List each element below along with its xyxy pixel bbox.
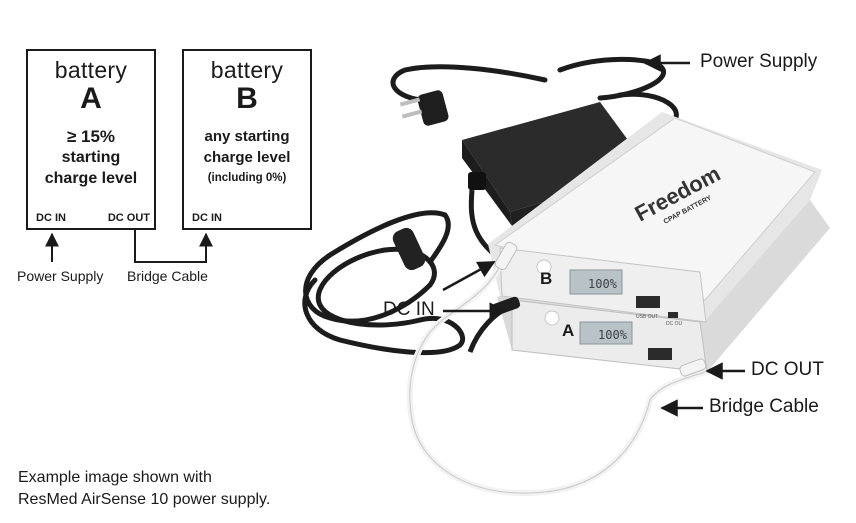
bridge-cable-connector <box>134 230 213 263</box>
dc-in-callout-arrow-b <box>442 260 496 292</box>
footnote-line-1: Example image shown with <box>18 469 212 486</box>
footnote: Example image shown with ResMed AirSense… <box>18 467 270 511</box>
battery-a-dc-in-label: DC IN <box>36 212 66 224</box>
battery-b-dc-out-port <box>668 312 678 318</box>
battery-b-box: battery B any starting charge level (inc… <box>182 49 312 230</box>
battery-a-line-charge: charge level <box>44 170 138 187</box>
battery-a-box: battery A ≥ 15% starting charge level DC… <box>26 49 156 230</box>
power-supply-callout-label: Power Supply <box>700 51 818 72</box>
battery-b-power-button <box>536 259 552 275</box>
bridge-cable-plug-b <box>494 241 518 271</box>
battery-b-device <box>488 112 822 323</box>
battery-a-lcd <box>579 321 633 345</box>
battery-b-unit-label: B <box>540 269 552 288</box>
battery-b-letter: B <box>236 82 258 115</box>
battery-a-word: battery <box>54 57 128 83</box>
battery-a-power-button <box>544 310 560 326</box>
ac-plug-icon <box>399 90 449 126</box>
bridge-cable-callout-label: Bridge Cable <box>709 396 819 417</box>
dc-in-callout-label: DC IN <box>383 299 435 320</box>
battery-b-line-including: (including 0%) <box>207 172 287 184</box>
battery-b-line-any: any starting <box>204 128 290 145</box>
battery-a-lcd-reading: 100% <box>598 328 628 342</box>
battery-b-usb-port <box>636 296 660 308</box>
footnote-line-2: ResMed AirSense 10 power supply. <box>18 491 271 508</box>
bridge-cable-diagram-label: Bridge Cable <box>127 268 208 284</box>
battery-a-dc-out-label: DC OUT <box>107 212 150 224</box>
dc-out-callout-label: DC OUT <box>751 359 824 380</box>
battery-b-line-charge: charge level <box>203 149 291 166</box>
battery-a-line-starting: starting <box>61 149 121 166</box>
battery-a-usb-port <box>648 348 672 360</box>
battery-a-unit-label: A <box>562 321 574 340</box>
battery-b-word: battery <box>210 57 284 83</box>
ferrite-bead <box>392 227 426 271</box>
battery-a-letter: A <box>80 82 102 115</box>
power-supply-diagram-label: Power Supply <box>17 268 104 284</box>
battery-b-dc-in-label: DC IN <box>192 212 222 224</box>
battery-b-lcd <box>569 269 623 295</box>
usb-out-mark: USB OUT <box>636 314 658 320</box>
dc-out-port-mark: DC OU <box>666 321 683 327</box>
bridge-cable-outline <box>409 261 706 494</box>
power-cord-coil <box>302 210 465 356</box>
battery-a-threshold: ≥ 15% <box>66 127 116 146</box>
battery-b-lcd-reading: 100% <box>588 277 618 291</box>
bridge-cable-plug-a <box>679 358 707 377</box>
